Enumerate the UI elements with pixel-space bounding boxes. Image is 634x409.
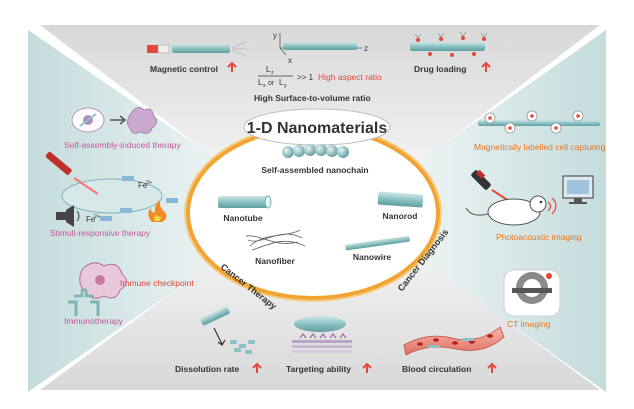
- title-oval: [243, 108, 391, 146]
- up-arrow-icon: [481, 61, 491, 72]
- nanofiber-label: Nanofiber: [255, 256, 295, 266]
- up-arrow-icon: [227, 61, 237, 72]
- immunotherapy-illustration: [68, 262, 127, 316]
- laser-icon: [45, 151, 99, 195]
- fe2-sup: 2+: [94, 214, 100, 220]
- nanorod-label: Nanorod: [383, 211, 418, 221]
- targeting-illustration: [292, 316, 352, 353]
- dissolution-illustration: [200, 306, 255, 354]
- nanowire-label: Nanowire: [353, 252, 392, 262]
- ratio-or: or: [268, 80, 275, 87]
- ratio-den-x: L: [258, 78, 263, 87]
- photoacoustic-label: Photoacoustic imaging: [496, 232, 582, 242]
- ct-scanner-icon: [503, 269, 561, 317]
- ratio-den-y-sub: y: [284, 83, 287, 89]
- surface-volume-label: High Surface-to-volume ratio: [254, 93, 371, 103]
- dissolution-label: Dissolution rate: [175, 364, 240, 374]
- immunotherapy-label: Immunotherapy: [64, 316, 124, 326]
- stimuli-label: Stimuli-responsive therapy: [50, 228, 151, 238]
- self-assembly-illustration: [71, 107, 157, 134]
- immune-checkpoint-line1: Immune checkpoint: [120, 278, 194, 288]
- axis-x-label: x: [288, 56, 292, 65]
- ratio-numerator: L: [266, 65, 271, 74]
- blood-label: Blood circulation: [402, 364, 471, 374]
- ratio-numerator-sub: z: [271, 70, 274, 76]
- magnetic-control-illustration: [147, 41, 248, 57]
- ratio-den-x-sub: x: [263, 83, 266, 89]
- top-panel: [40, 25, 600, 170]
- fire-icon: [148, 200, 167, 222]
- monitor-icon: [562, 175, 594, 204]
- axis-y-label: y: [273, 31, 277, 40]
- targeting-label: Targeting ability: [286, 364, 351, 374]
- stimuli-illustration: [45, 151, 178, 227]
- nanotube-label: Nanotube: [223, 213, 262, 223]
- magnetic-control-label: Magnetic control: [150, 64, 218, 74]
- nanowire-illustration: [345, 235, 410, 251]
- mouse-icon: [465, 195, 547, 226]
- aspect-ratio-illustration: [279, 33, 362, 56]
- up-arrow-icon: [362, 362, 372, 373]
- nanochain-illustration: [282, 144, 349, 158]
- fe3-label: Fe: [138, 181, 148, 190]
- drug-loading-illustration: [410, 31, 488, 57]
- page-title: 1-D Nanomaterials: [247, 120, 388, 137]
- blood-vessel-icon: [403, 326, 505, 356]
- magnetic-cell-label: Magnetically labelled cell capturing: [474, 142, 606, 152]
- photoacoustic-illustration: [465, 169, 594, 226]
- axis-z-label: z: [364, 44, 368, 53]
- ct-label: CT imaging: [507, 319, 551, 329]
- fe2-label: Fe: [86, 215, 96, 224]
- up-arrow-icon: [252, 362, 262, 373]
- up-arrow-icon: [487, 362, 497, 373]
- nanofiber-illustration: [245, 229, 306, 251]
- self-assembly-label: Self-assembly-induced therapy: [64, 140, 181, 150]
- ratio-formula: L z L x or L y >> 1: [258, 65, 314, 89]
- high-aspect-ratio-label: High aspect ratio: [318, 72, 382, 82]
- fe3-sup: 3+: [146, 180, 152, 186]
- speaker-icon: [56, 205, 80, 227]
- nanorod-illustration: [377, 191, 424, 208]
- drug-loading-label: Drug loading: [414, 64, 466, 74]
- ratio-den-y: L: [279, 78, 284, 87]
- cell-capture-illustration: [478, 110, 600, 134]
- title-badge: 1-D Nanomaterials: [243, 108, 391, 146]
- nanotube-illustration: [218, 195, 272, 209]
- nanochain-label: Self-assembled nanochain: [261, 165, 368, 175]
- ratio-relation: >> 1: [297, 73, 314, 82]
